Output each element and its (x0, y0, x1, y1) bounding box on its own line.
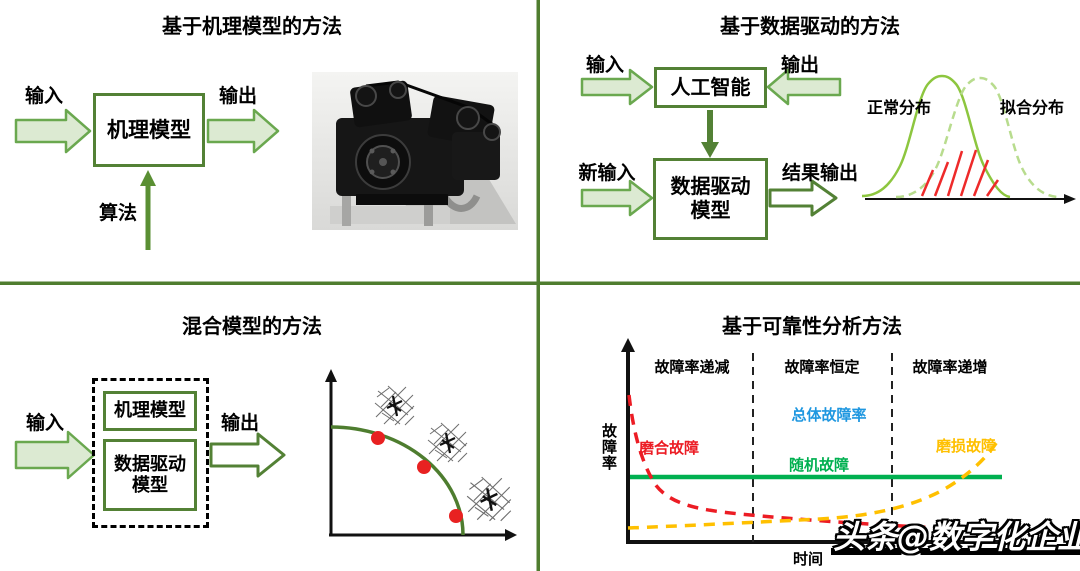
q4-title: 基于可靠性分析方法 (722, 314, 902, 338)
region-label-increasing: 故障率递增 (912, 358, 988, 376)
q1-title: 基于机理模型的方法 (162, 14, 342, 38)
q2-ai-box: 人工智能 (654, 67, 767, 108)
q2-input-arrow (580, 68, 654, 106)
degradation-chart (325, 369, 517, 541)
q1-output-label: 输出 (218, 85, 258, 107)
data-point-1 (371, 431, 385, 445)
q1-input-label: 输入 (24, 85, 64, 107)
q1-input-arrow (14, 108, 92, 154)
wear-out-failure-label: 磨损故障 (935, 437, 997, 455)
normal-distribution-curve (861, 74, 1011, 199)
q2-result-arrow (768, 179, 838, 217)
engine-photo (312, 72, 518, 230)
divider-vertical (536, 0, 540, 571)
q2-input-label: 输入 (585, 54, 625, 76)
q3-model-label-line1: 数据驱动 (114, 453, 186, 475)
q4-y-axis-label: 故障率 (600, 423, 618, 471)
burn-in-failure-label: 磨合故障 (638, 439, 700, 457)
overall-failure-rate-label: 总体故障率 (791, 406, 867, 424)
q3-output-arrow (209, 432, 286, 478)
normal-distribution-label: 正常分布 (866, 98, 932, 117)
random-failure-label: 随机故障 (788, 456, 850, 474)
q1-mechanism-model-label: 机理模型 (107, 117, 191, 142)
crack-pattern-large (465, 475, 513, 523)
q3-hybrid-dashed-box (92, 378, 209, 528)
q2-new-input-arrow (580, 179, 654, 217)
burn-in-failure-curve (627, 394, 1003, 533)
bathtub-chart (621, 338, 1006, 544)
q3-model-label-line2: 模型 (132, 475, 168, 496)
q2-new-input-label: 新输入 (578, 162, 636, 184)
q2-ai-label: 人工智能 (670, 74, 751, 99)
crack-pattern-medium (426, 421, 469, 464)
fitted-distribution-curve (895, 76, 1059, 199)
q2-model-label-line2: 模型 (690, 198, 731, 222)
q1-algorithm-arrow (140, 170, 156, 250)
q1-mechanism-model-box: 机理模型 (93, 93, 205, 167)
crack-pattern-small (373, 384, 416, 427)
q2-down-arrow (701, 110, 719, 158)
data-point-2 (417, 460, 431, 474)
region-label-decreasing: 故障率递减 (654, 358, 730, 376)
q4-x-axis-label: 时间 (792, 550, 824, 568)
q1-algorithm-label: 算法 (98, 202, 138, 224)
q2-data-driven-model-box: 数据驱动 模型 (653, 158, 768, 240)
q3-mechanism-model-box: 机理模型 (103, 391, 197, 431)
wear-out-failure-curve (627, 436, 1002, 530)
q2-model-label-line1: 数据驱动 (670, 174, 751, 199)
q2-title: 基于数据驱动的方法 (720, 14, 900, 38)
q2-result-output-label: 结果输出 (781, 162, 859, 184)
toutiao-watermark: 头条@数字化企业 (833, 518, 1080, 556)
q3-input-label: 输入 (25, 412, 65, 434)
divider-horizontal (0, 281, 1080, 285)
distribution-chart (861, 74, 1076, 204)
overlap-hatch (920, 149, 1000, 197)
q3-input-arrow (14, 430, 96, 480)
q2-output-arrow (766, 68, 842, 106)
q3-data-driven-model-box: 数据驱动 模型 (103, 439, 197, 511)
q3-title: 混合模型的方法 (182, 314, 322, 338)
q3-output-label: 输出 (220, 412, 260, 434)
fitted-distribution-label: 拟合分布 (999, 98, 1065, 117)
q2-output-label: 输出 (780, 54, 820, 76)
data-point-3 (449, 509, 463, 523)
q3-mechanism-model-label: 机理模型 (114, 400, 186, 422)
q1-output-arrow (206, 108, 280, 154)
region-label-constant: 故障率恒定 (784, 358, 860, 376)
